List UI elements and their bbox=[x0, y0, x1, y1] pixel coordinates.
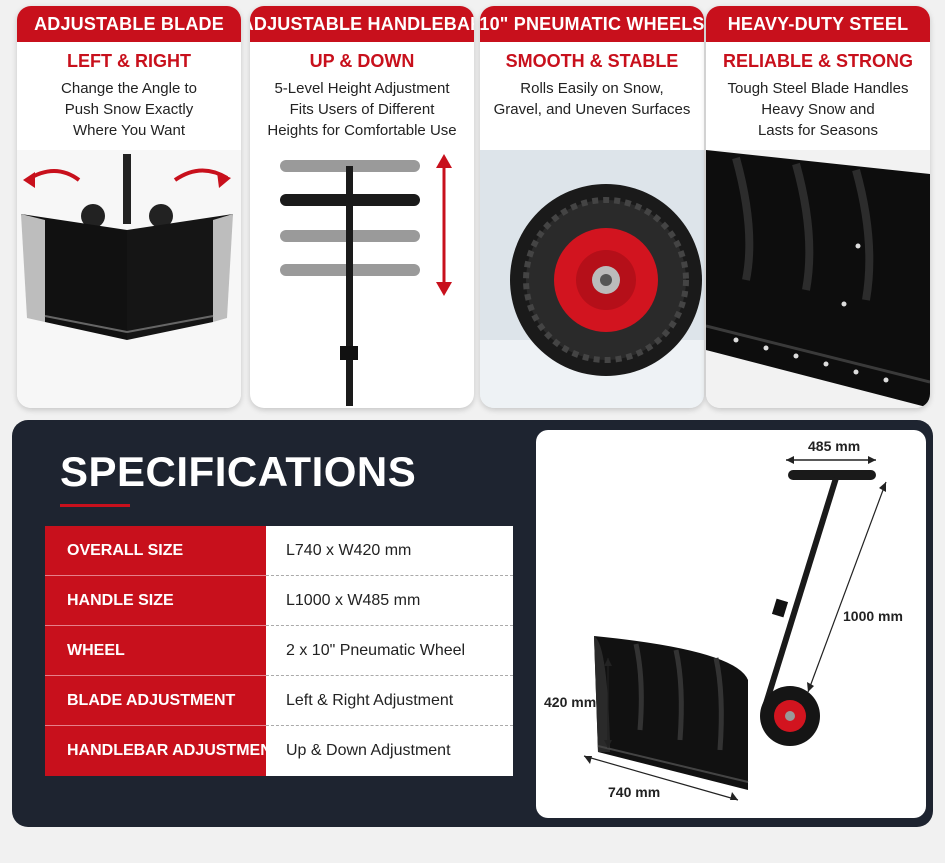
feature-card-steel: HEAVY-DUTY STEEL RELIABLE & STRONG Tough… bbox=[706, 6, 930, 408]
spec-value: Up & Down Adjustment bbox=[266, 726, 513, 776]
card-subtitle: LEFT & RIGHT bbox=[67, 51, 191, 71]
spec-value: L1000 x W485 mm bbox=[266, 576, 513, 626]
spec-title: SPECIFICATIONS bbox=[60, 448, 417, 495]
card-header: ADJUSTABLE BLADE bbox=[17, 6, 241, 42]
card-subtitle: RELIABLE & STRONG bbox=[722, 51, 913, 71]
card-description: Rolls Easily on Snow, Gravel, and Uneven… bbox=[493, 80, 691, 118]
blade-length-label: 740 mm bbox=[608, 784, 661, 800]
handlebar-levels-image bbox=[280, 154, 452, 406]
arrow-right-icon bbox=[217, 172, 231, 188]
arrow-left-icon bbox=[23, 172, 35, 188]
spec-table: OVERALL SIZE L740 x W420 mm HANDLE SIZE … bbox=[45, 526, 513, 776]
card-header: 10" PNEUMATIC WHEELS bbox=[480, 6, 704, 42]
table-row: HANDLE SIZE L1000 x W485 mm bbox=[45, 576, 513, 626]
table-row: BLADE ADJUSTMENT Left & Right Adjustment bbox=[45, 676, 513, 726]
card-subtitle: UP & DOWN bbox=[309, 51, 415, 71]
table-row: OVERALL SIZE L740 x W420 mm bbox=[45, 526, 513, 576]
card-header: ADJUSTABLE HANDLEBAR bbox=[250, 6, 474, 42]
card-description: Tough Steel Blade Handles Heavy Snow and… bbox=[727, 80, 909, 139]
title-underline bbox=[60, 504, 130, 507]
feature-card-blade: ADJUSTABLE BLADE LEFT & RIGHT Change the… bbox=[17, 6, 241, 408]
spec-value: 2 x 10" Pneumatic Wheel bbox=[266, 626, 513, 676]
spec-key: HANDLEBAR ADJUSTMENT bbox=[45, 726, 282, 776]
pneumatic-wheel-image bbox=[480, 150, 704, 408]
card-subtitle: SMOOTH & STABLE bbox=[505, 51, 679, 71]
spec-key: OVERALL SIZE bbox=[45, 526, 266, 576]
spec-value: L740 x W420 mm bbox=[266, 526, 513, 576]
spec-value: Left & Right Adjustment bbox=[266, 676, 513, 726]
spec-key: BLADE ADJUSTMENT bbox=[45, 676, 266, 726]
v-blade-image bbox=[17, 150, 241, 408]
steel-blade-image bbox=[706, 150, 930, 408]
blade-height-label: 420 mm bbox=[544, 694, 597, 710]
card-description: Change the Angle to Push Snow Exactly Wh… bbox=[61, 80, 197, 139]
dimension-diagram: 485 mm 1000 mm 420 mm 740 mm bbox=[536, 430, 926, 818]
table-row: WHEEL 2 x 10" Pneumatic Wheel bbox=[45, 626, 513, 676]
feature-card-wheels: 10" PNEUMATIC WHEELS SMOOTH & STABLE Rol… bbox=[480, 6, 704, 408]
spec-key: WHEEL bbox=[45, 626, 266, 676]
feature-card-handlebar: ADJUSTABLE HANDLEBAR UP & DOWN 5-Level H… bbox=[250, 6, 474, 408]
card-description: 5-Level Height Adjustment Fits Users of … bbox=[267, 80, 457, 139]
handle-width-label: 485 mm bbox=[808, 438, 861, 454]
arrow-up-icon bbox=[436, 154, 452, 168]
shovel-diagram-image bbox=[583, 456, 887, 801]
handle-length-label: 1000 mm bbox=[843, 608, 903, 624]
arrow-down-icon bbox=[436, 282, 452, 296]
table-row: HANDLEBAR ADJUSTMENT Up & Down Adjustmen… bbox=[45, 726, 513, 776]
card-header: HEAVY-DUTY STEEL bbox=[706, 6, 930, 42]
specifications-panel: SPECIFICATIONS OVERALL SIZE L740 x W420 … bbox=[12, 420, 933, 827]
spec-key: HANDLE SIZE bbox=[45, 576, 266, 626]
